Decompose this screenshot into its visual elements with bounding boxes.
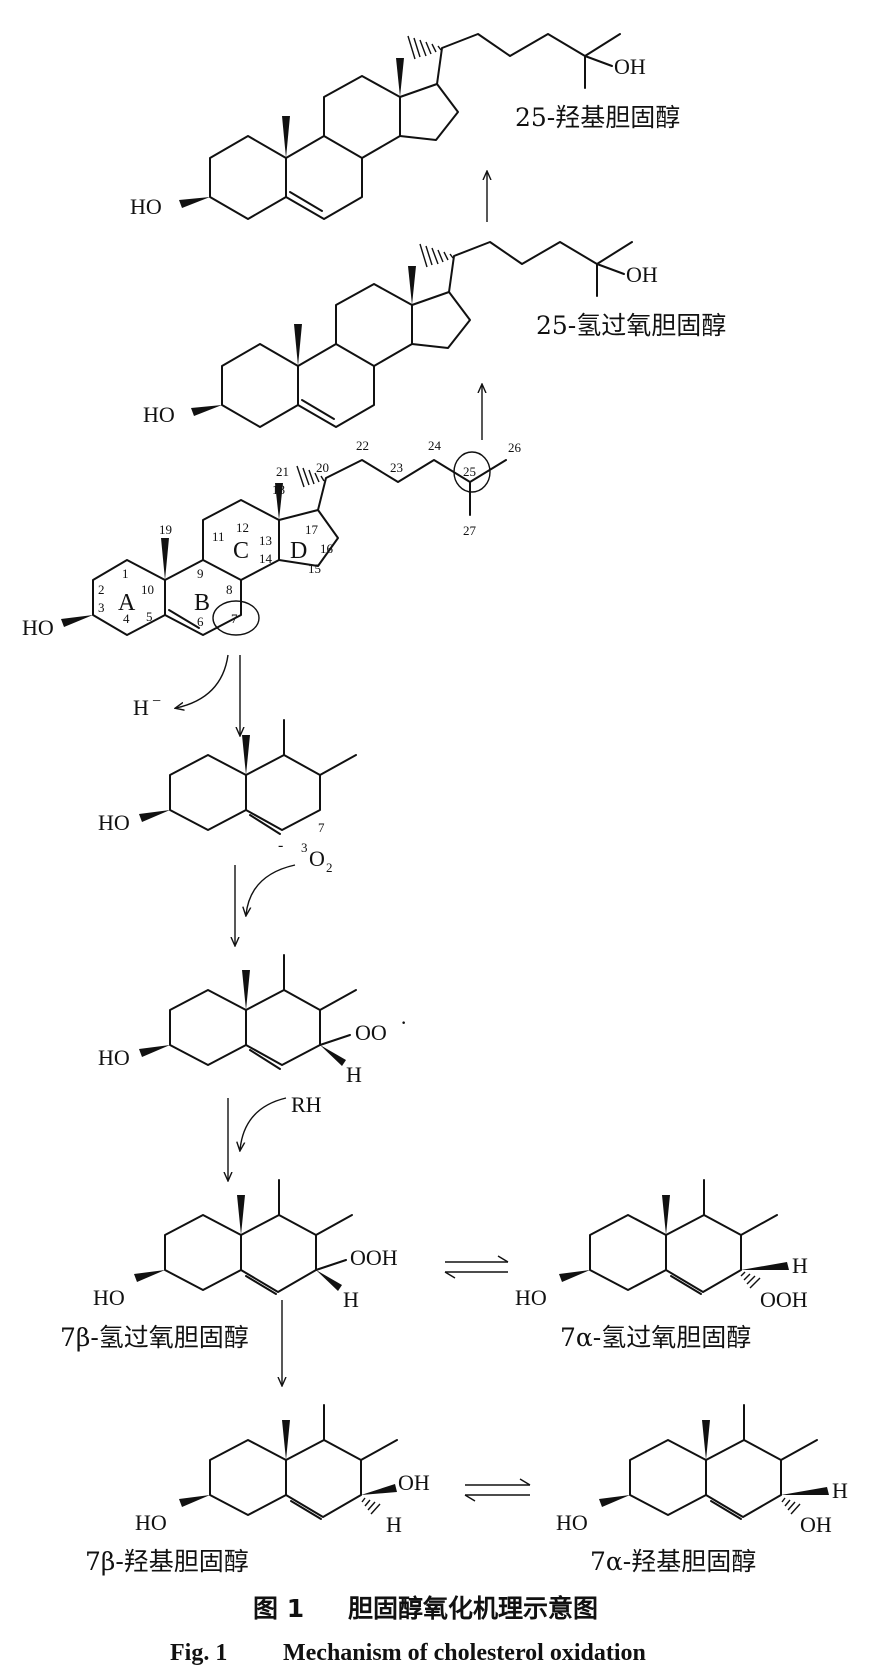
atom-number: 7 [231, 611, 238, 626]
atom-number: 11 [212, 529, 225, 544]
side-chain-oh-label: OH [614, 54, 646, 79]
ring-b-label: B [194, 590, 210, 616]
caption-en-text: Mechanism of cholesterol oxidation [283, 1640, 646, 1666]
rh-label: RH [291, 1092, 322, 1117]
compound-name: 7α-氢过氧胆固醇 [560, 1323, 751, 1352]
atom-number: 21 [276, 464, 289, 479]
atom-number: 4 [123, 611, 130, 626]
atom-number: 16 [320, 541, 334, 556]
compound-name: 25-羟基胆固醇 [515, 103, 680, 132]
curved-arrow [246, 864, 296, 915]
structure-allylic-radical: 7 - HO 3 O 2 [98, 719, 357, 875]
atom-number: 23 [390, 460, 403, 475]
atom-number: 18 [272, 482, 285, 497]
compound-name: 7β-羟基胆固醇 [85, 1547, 249, 1576]
compound-name: 7α-羟基胆固醇 [590, 1547, 756, 1576]
atom-number: 22 [356, 438, 369, 453]
caption-zh-label: 图 1 [253, 1594, 304, 1623]
ring-oh-label: HO [515, 1285, 547, 1310]
atom-number: 13 [259, 533, 272, 548]
equilibrium-arrow [444, 1255, 509, 1279]
radical-dot: · [400, 1010, 407, 1035]
structure-7a-hydroperoxycholesterol: H OOH HO 7α-氢过氧胆固醇 [515, 1179, 808, 1352]
oh-label: OH [800, 1512, 832, 1537]
oxygen-subscript: 2 [326, 860, 333, 875]
peroxyl-oo-label: OO [355, 1020, 387, 1045]
hydride-label: H [133, 695, 149, 720]
hydride-charge: − [152, 693, 161, 710]
compound-name: 7β-氢过氧胆固醇 [60, 1323, 249, 1352]
atom-number: 27 [463, 523, 477, 538]
caption-en-label: Fig. 1 [170, 1640, 227, 1666]
atom-number: 15 [308, 561, 321, 576]
atom-number: 5 [146, 609, 153, 624]
structure-7b-hydroperoxycholesterol: OOH H HO 7β-氢过氧胆固醇 [60, 1179, 398, 1352]
atom-number: 20 [316, 460, 329, 475]
compound-name: 25-氢过氧胆固醇 [536, 311, 726, 340]
atom-number: 25 [463, 464, 476, 479]
ring-oh-label: HO [22, 615, 54, 640]
side-chain-oh-label: OH [626, 262, 658, 287]
atom-number: 19 [159, 522, 172, 537]
ring-oh-label: HO [143, 402, 175, 427]
hydrogen-label: H [792, 1253, 808, 1278]
atom-number: 1 [122, 566, 129, 581]
structure-7b-hydroxycholesterol: OH H HO 7β-羟基胆固醇 [85, 1404, 430, 1576]
oxygen-label: O [309, 846, 325, 871]
atom-number: 14 [259, 551, 273, 566]
oxygen-superscript: 3 [301, 840, 308, 855]
structure-cholesterol: A B C D 1 2 3 4 5 6 7 8 9 10 11 12 13 14… [22, 438, 522, 640]
atom-number: 8 [226, 582, 233, 597]
ring-oh-label: HO [556, 1510, 588, 1535]
ring-oh-label: HO [98, 810, 130, 835]
oh-label: OH [398, 1470, 430, 1495]
figure-caption: 图 1 胆固醇氧化机理示意图 Fig. 1 Mechanism of chole… [170, 1594, 646, 1666]
ooh-label: OOH [760, 1287, 808, 1312]
curved-arrow [176, 654, 229, 708]
atom-number: 3 [98, 600, 105, 615]
ring-oh-label: HO [130, 194, 162, 219]
hydrogen-label: H [346, 1062, 362, 1087]
ring-oh-label: HO [93, 1285, 125, 1310]
atom-number: 26 [508, 440, 522, 455]
atom-number: 6 [197, 614, 204, 629]
structure-7a-hydroxycholesterol: H OH HO 7α-羟基胆固醇 [556, 1404, 848, 1576]
structure-peroxyl-radical: OO · H HO RH [98, 954, 407, 1117]
equilibrium-arrow [464, 1478, 531, 1502]
hydrogen-label: H [832, 1478, 848, 1503]
caption-zh-text: 胆固醇氧化机理示意图 [348, 1594, 598, 1623]
hydrogen-label: H [343, 1287, 359, 1312]
atom-number: 24 [428, 438, 442, 453]
ring-d-label: D [290, 538, 307, 564]
atom-number: 2 [98, 582, 105, 597]
ring-c-label: C [233, 538, 249, 564]
ring-oh-label: HO [135, 1510, 167, 1535]
atom-number: 17 [305, 522, 319, 537]
hydrogen-label: H [386, 1512, 402, 1537]
ring-a-label: A [118, 590, 136, 616]
structure-25-hydroperoxycholesterol: OH HO 25-氢过氧胆固醇 [143, 241, 726, 428]
atom-number: 7 [318, 820, 325, 835]
ring-oh-label: HO [98, 1045, 130, 1070]
structure-25-hydroxycholesterol: OH HO 25-羟基胆固醇 [130, 33, 680, 220]
ooh-label: OOH [350, 1245, 398, 1270]
atom-number: 9 [197, 566, 204, 581]
atom-number: 12 [236, 520, 249, 535]
atom-number: 10 [141, 582, 154, 597]
curved-arrow [240, 1097, 287, 1150]
radical-charge: - [278, 837, 283, 854]
